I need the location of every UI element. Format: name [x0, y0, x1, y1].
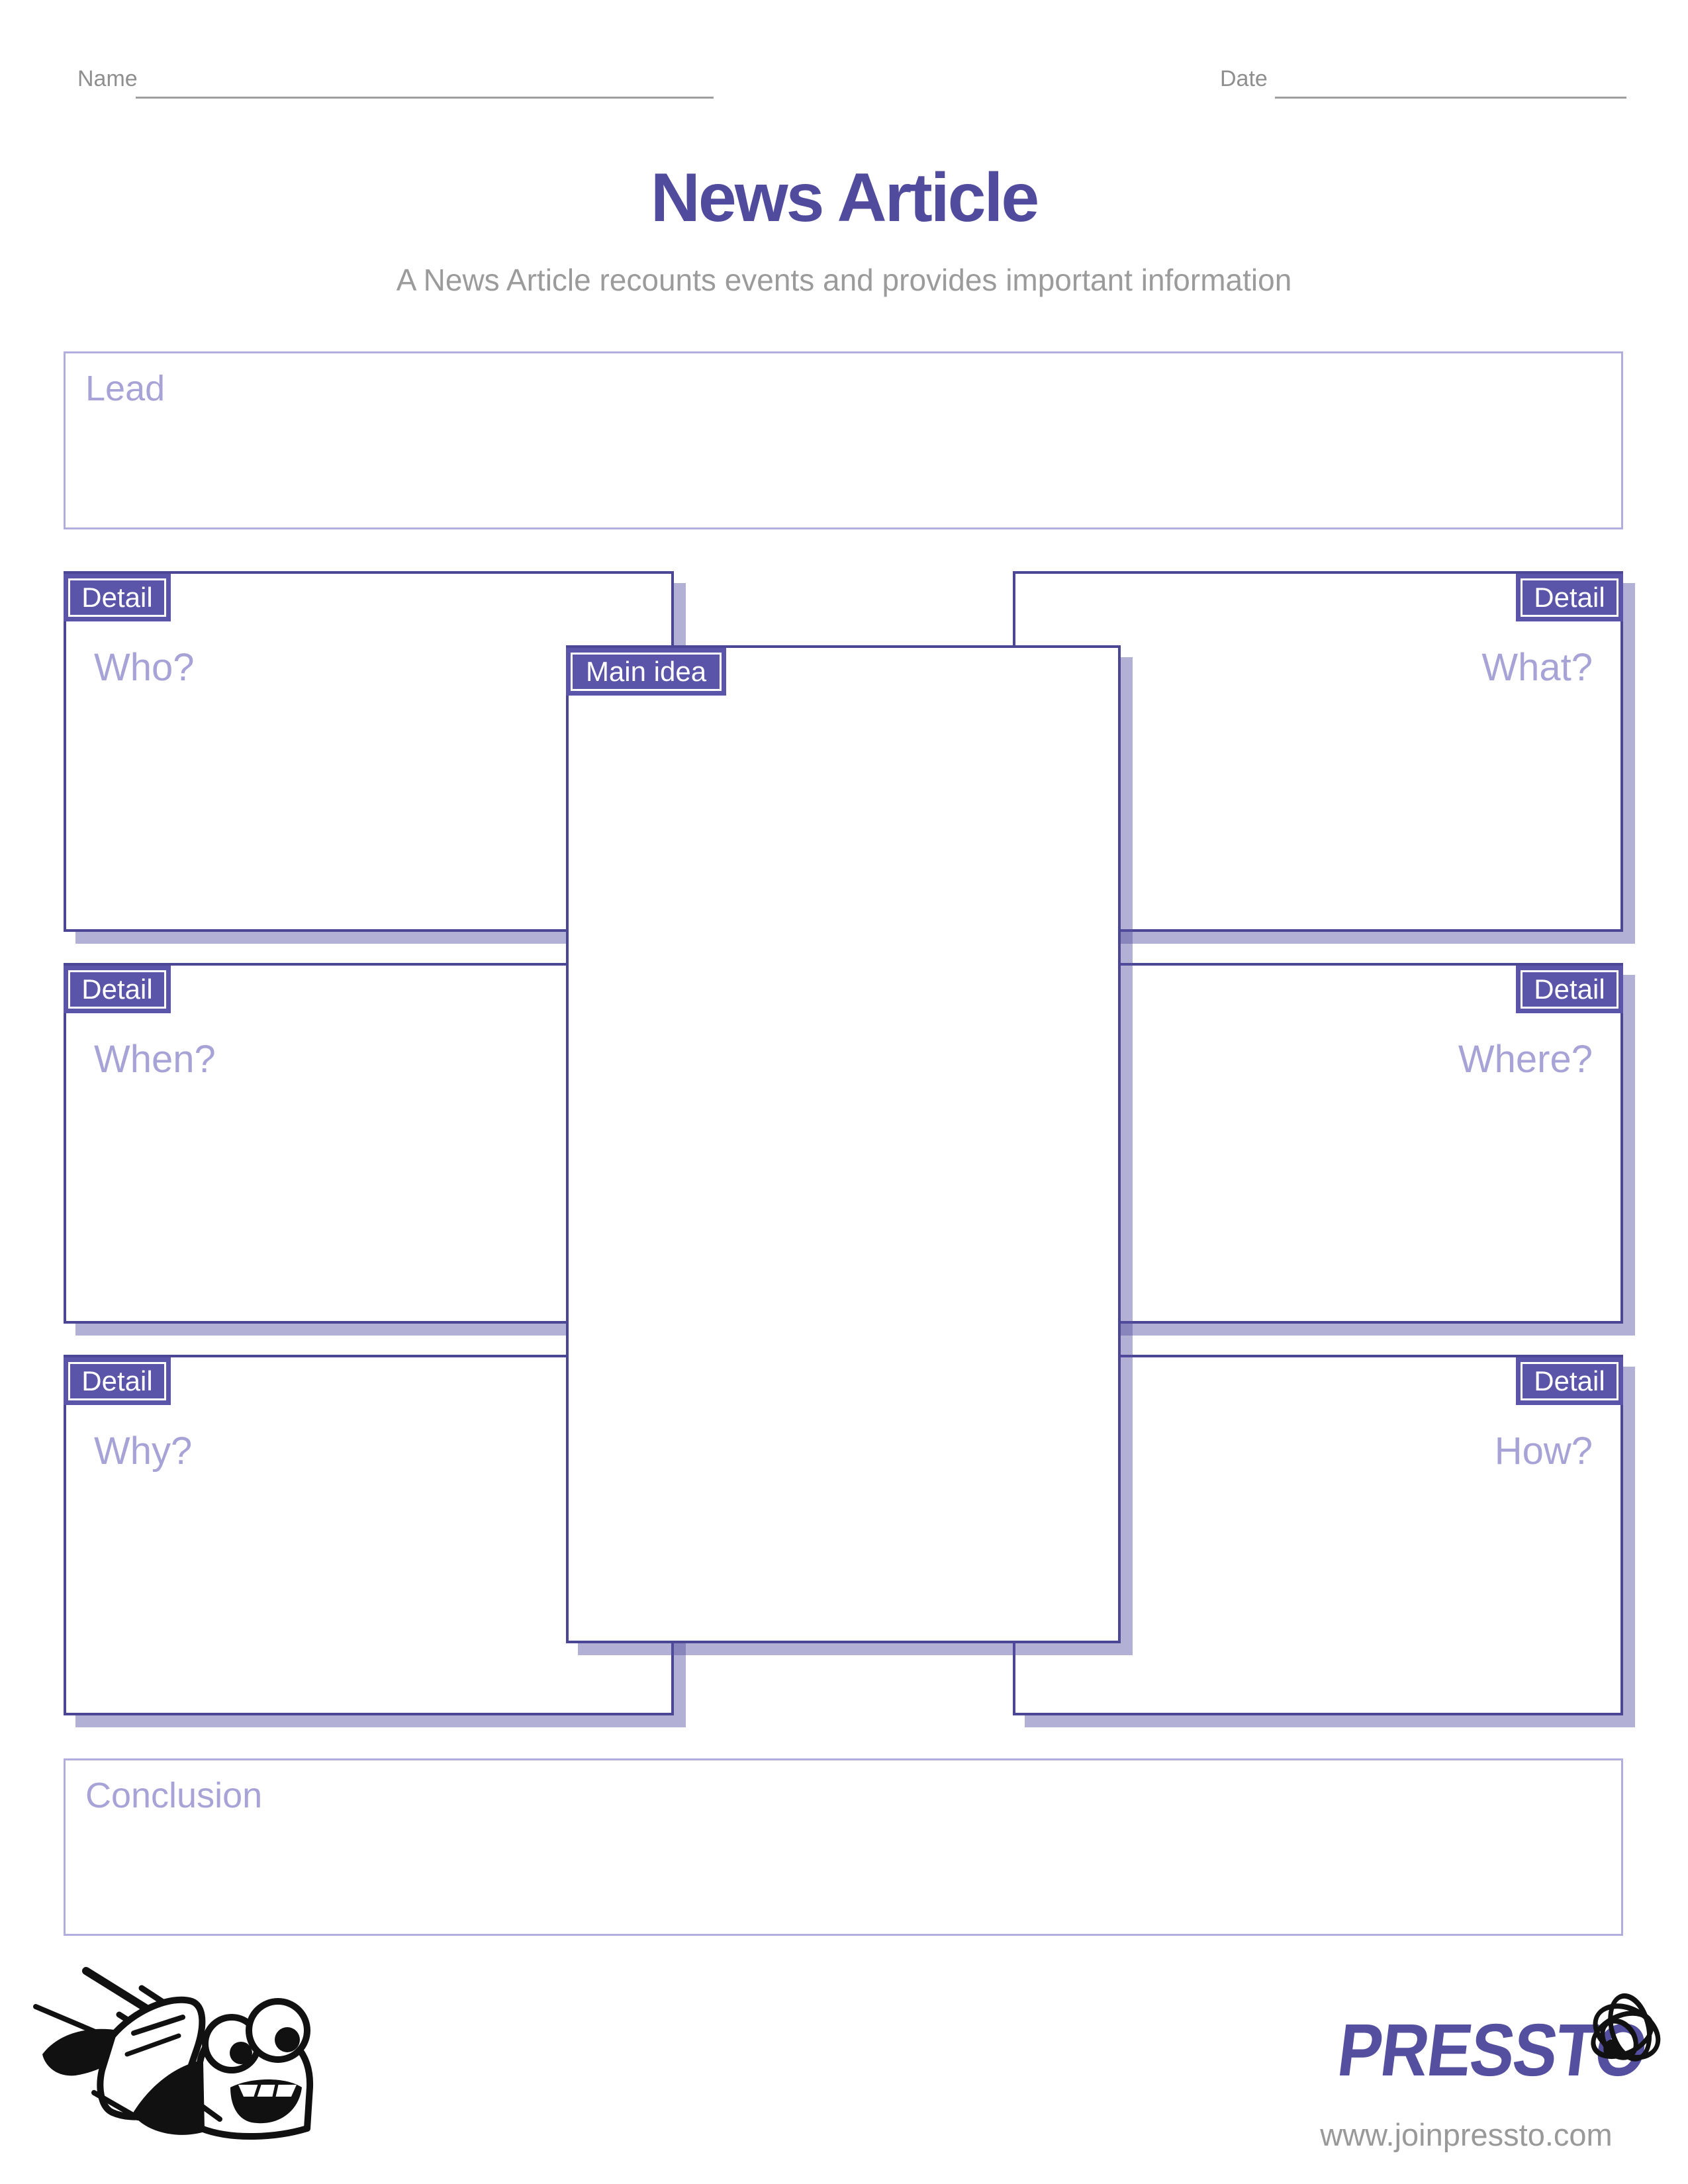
date-field-label: Date — [1220, 66, 1268, 91]
detail-tag: Detail — [64, 966, 171, 1013]
detail-placeholder: What? — [1481, 646, 1593, 689]
date-field-line[interactable] — [1275, 97, 1626, 99]
pressto-logo-text: PRESST — [1333, 2009, 1601, 2092]
name-field-label: Name — [77, 66, 138, 91]
conclusion-box[interactable]: Conclusion — [64, 1758, 1623, 1936]
lead-label: Lead — [85, 369, 165, 408]
detail-tag: Detail — [1516, 574, 1623, 621]
detail-placeholder: How? — [1494, 1430, 1593, 1473]
detail-placeholder: Who? — [94, 646, 195, 689]
site-url: www.joinpressto.com — [1320, 2117, 1613, 2152]
detail-placeholder: Why? — [94, 1430, 193, 1473]
detail-placeholder: When? — [94, 1038, 216, 1081]
detail-tag: Detail — [64, 1357, 171, 1405]
lead-box[interactable]: Lead — [64, 351, 1623, 529]
main-idea-tag: Main idea — [566, 648, 726, 696]
detail-tag: Detail — [64, 574, 171, 621]
detail-tag: Detail — [1516, 966, 1623, 1013]
pressto-logo: PRESSTO — [1333, 1993, 1661, 2093]
pressto-logo-o: O — [1590, 1993, 1661, 2093]
mascot-newspaper-icon — [33, 1954, 324, 2182]
page-title: News Article — [650, 159, 1039, 236]
page-subtitle: A News Article recounts events and provi… — [396, 263, 1292, 297]
detail-tag: Detail — [1516, 1357, 1623, 1405]
name-field-line[interactable] — [136, 97, 714, 99]
detail-placeholder: Where? — [1458, 1038, 1593, 1081]
conclusion-label: Conclusion — [85, 1776, 263, 1815]
main-idea-box[interactable]: Main idea — [566, 645, 1121, 1643]
